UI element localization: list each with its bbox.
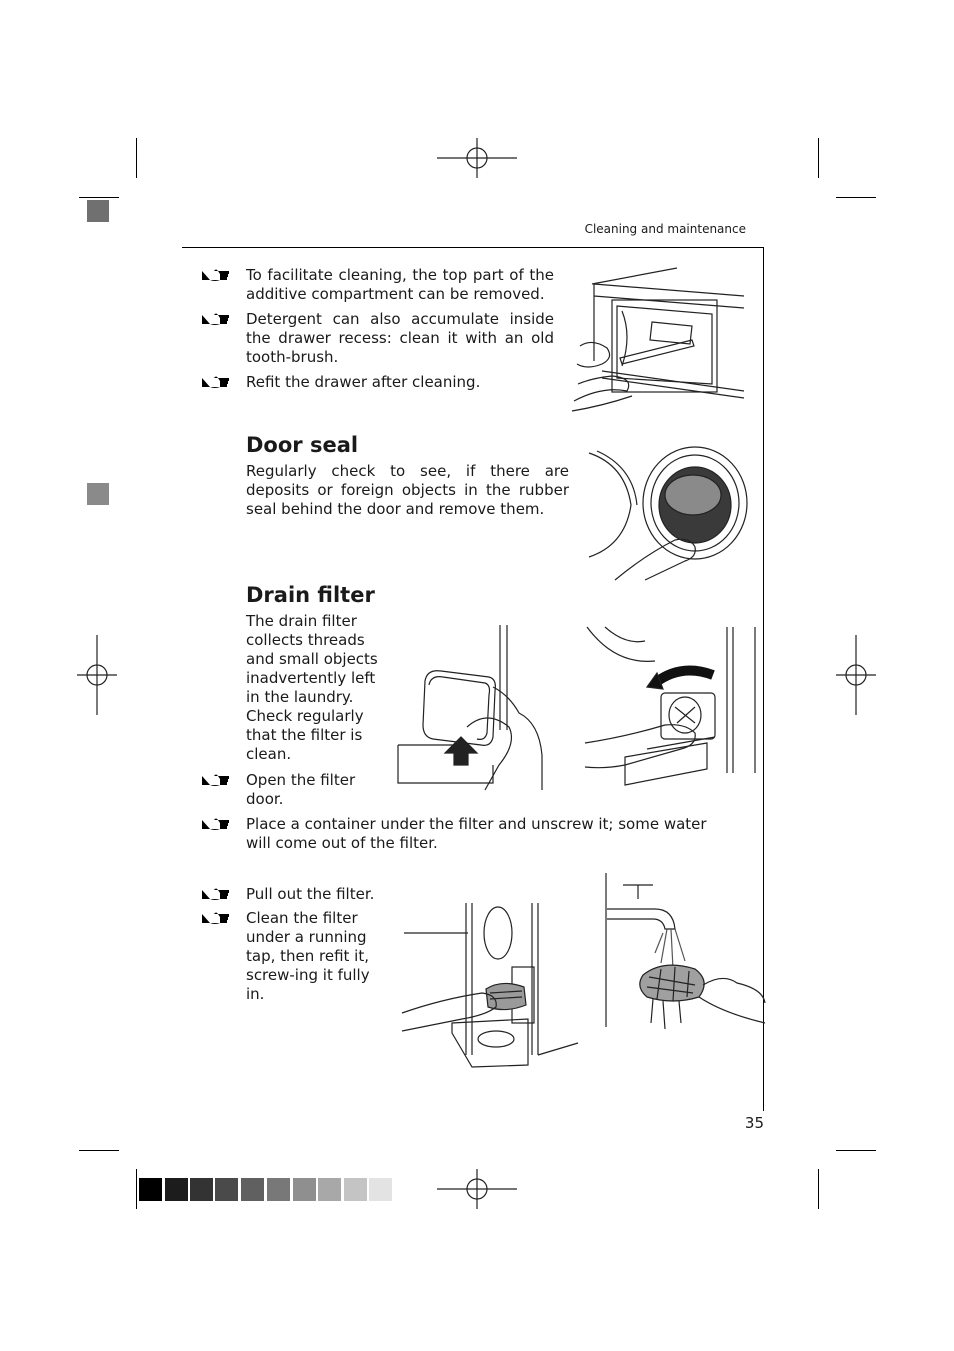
color-swatch	[241, 1178, 264, 1201]
color-swatch	[293, 1178, 316, 1201]
color-swatch	[344, 1178, 367, 1201]
pointing-hand-icon	[202, 818, 229, 830]
step-place-container: Place a container under the filter and u…	[246, 815, 707, 852]
filter-door-illustration	[397, 625, 543, 791]
intro-item: Refit the drawer after cleaning.	[246, 373, 481, 391]
pull-filter-illustration	[401, 903, 579, 1068]
unscrew-filter-illustration	[584, 626, 756, 786]
registration-crosshair-icon	[836, 635, 876, 715]
color-swatch	[267, 1178, 290, 1201]
color-swatch	[190, 1178, 213, 1201]
pointing-hand-icon	[202, 912, 229, 924]
pointing-hand-icon	[202, 269, 229, 281]
drain-filter-heading: Drain filter	[246, 583, 375, 607]
drain-filter-text: The drain filter collects threads and sm…	[246, 612, 378, 763]
color-swatch	[369, 1178, 392, 1201]
tap-cleaning-illustration	[605, 873, 766, 1030]
step-pull-filter: Pull out the filter.	[246, 885, 375, 903]
intro-item: Detergent can also accumulate inside the…	[246, 310, 554, 366]
pointing-hand-icon	[202, 313, 229, 325]
drawer-cleaning-illustration	[571, 267, 745, 412]
header-rule	[182, 247, 764, 248]
color-swatch	[139, 1178, 162, 1201]
pointing-hand-icon	[202, 888, 229, 900]
side-marker-square	[87, 200, 109, 222]
step-clean-filter: Clean the filter under a running tap, th…	[246, 909, 370, 1003]
page-number: 35	[744, 1114, 764, 1132]
registration-crosshair-icon	[437, 1169, 517, 1209]
color-swatch	[215, 1178, 238, 1201]
page-right-rule	[763, 247, 764, 1111]
door-seal-text: Regularly check to see, if there are dep…	[246, 462, 569, 518]
intro-item: To facilitate cleaning, the top part of …	[246, 266, 554, 303]
color-swatch	[318, 1178, 341, 1201]
door-seal-heading: Door seal	[246, 433, 359, 457]
step-open-filter: Open the filter door.	[246, 771, 356, 808]
side-marker-square	[87, 483, 109, 505]
pointing-hand-icon	[202, 774, 229, 786]
door-seal-illustration	[588, 446, 748, 581]
pointing-hand-icon	[202, 376, 229, 388]
registration-crosshair-icon	[77, 635, 117, 715]
color-swatch	[165, 1178, 188, 1201]
registration-crosshair-icon	[437, 138, 517, 178]
section-header: Cleaning and maintenance	[584, 222, 746, 236]
